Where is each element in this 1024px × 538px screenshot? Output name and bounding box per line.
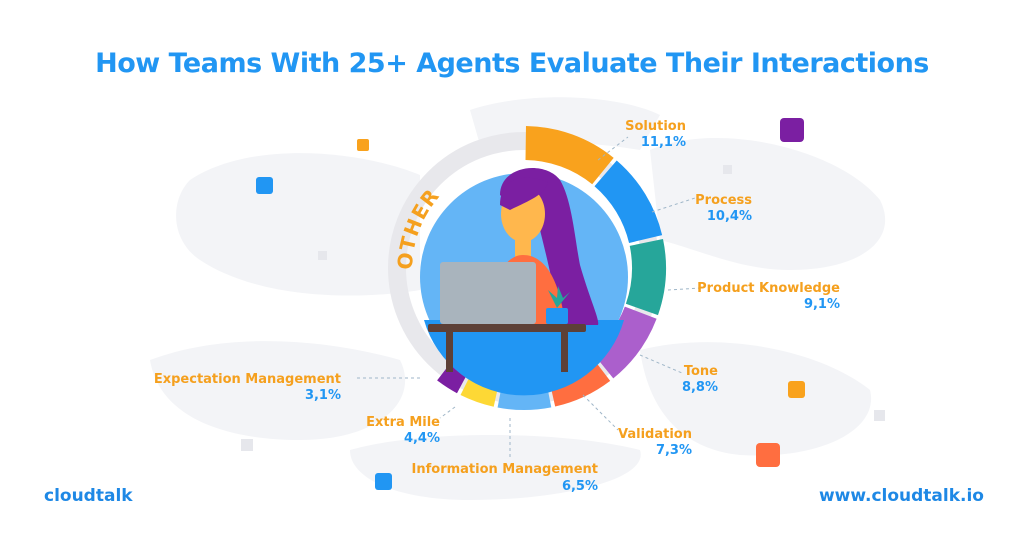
bg-blob-bottom (350, 435, 641, 500)
leader-line (651, 197, 696, 213)
decor-square (723, 165, 732, 174)
value-expectation-management: 3,1% (305, 388, 341, 403)
value-solution: 11,1% (641, 135, 686, 150)
donut-segment-solution (525, 126, 614, 185)
label-extra-mile: Extra Mile (366, 415, 440, 430)
decor-square (874, 410, 885, 421)
label-tone: Tone (684, 364, 718, 379)
leader-lines (355, 136, 701, 460)
agent-illustration (420, 168, 628, 396)
value-extra-mile: 4,4% (404, 431, 440, 446)
bg-blob-bottom-right (640, 342, 872, 456)
decor-square (241, 439, 253, 451)
desk-leg (561, 332, 568, 372)
decor-square (256, 177, 273, 194)
label-process: Process (695, 193, 752, 208)
hair-fringe (500, 177, 548, 210)
background-blobs (150, 97, 886, 500)
plant-pot (546, 308, 568, 324)
decor-squares (241, 118, 885, 490)
donut-segment-product-knowledge (625, 238, 666, 316)
label-product-knowledge: Product Knowledge (697, 281, 840, 296)
decor-square (788, 381, 805, 398)
label-expectation-management: Expectation Management (154, 372, 341, 387)
decor-square (357, 139, 369, 151)
bg-blob-left (176, 153, 420, 296)
laptop-icon (440, 262, 536, 324)
label-information-management: Information Management (412, 462, 598, 477)
neck (515, 240, 531, 258)
leader-line (439, 406, 456, 419)
donut-segment-tone (591, 306, 657, 379)
value-tone: 8,8% (682, 380, 718, 395)
value-validation: 7,3% (656, 443, 692, 458)
data-labels: Solution 11,1% Process 10,4% Product Kno… (154, 119, 840, 494)
cloudtalk-logo[interactable]: cloudtalk (44, 486, 133, 506)
label-validation: Validation (618, 427, 692, 442)
leader-line (582, 394, 619, 431)
bg-blob-bottom-left (150, 341, 406, 440)
donut-segment-process (594, 160, 663, 243)
decor-square (375, 473, 392, 490)
chart-title: How Teams With 25+ Agents Evaluate Their… (95, 48, 929, 79)
desk-leg (446, 332, 453, 372)
plant-icon (548, 286, 570, 308)
bg-blob-right (650, 138, 886, 270)
leader-line (667, 287, 701, 291)
value-information-management: 6,5% (562, 479, 598, 494)
desk (428, 324, 586, 332)
decor-square (780, 118, 804, 142)
illustration-floor (424, 320, 624, 396)
decor-square (318, 251, 327, 260)
value-product-knowledge: 9,1% (804, 297, 840, 312)
leader-line (597, 136, 629, 161)
website-link[interactable]: www.cloudtalk.io (818, 486, 984, 506)
label-solution: Solution (625, 119, 686, 134)
value-process: 10,4% (707, 209, 752, 224)
leader-line (639, 354, 683, 374)
decor-square (756, 443, 780, 467)
